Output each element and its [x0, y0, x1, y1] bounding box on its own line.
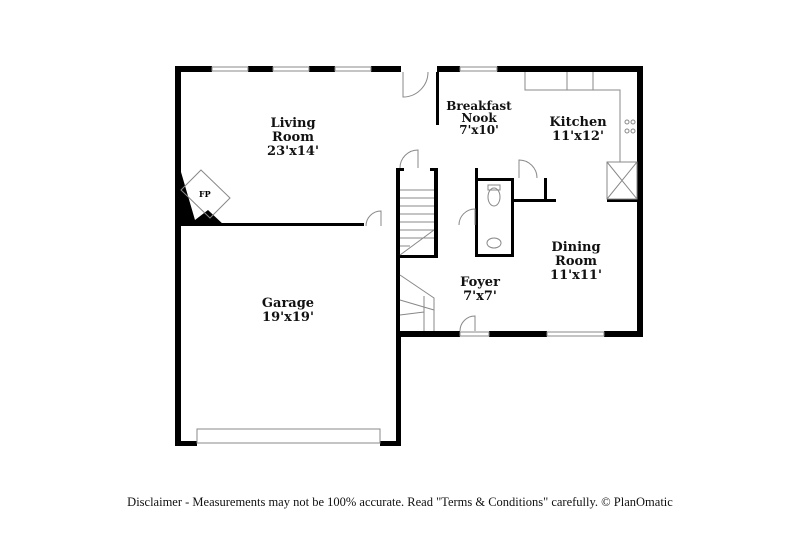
room-dimensions: 23'x14': [267, 144, 319, 159]
room-dimensions: 7'x7': [463, 289, 497, 304]
room-name: Nook: [461, 111, 497, 125]
room-name: Foyer: [460, 275, 500, 290]
room-name: Kitchen: [549, 115, 607, 130]
walls: [175, 66, 643, 446]
room-name: Garage: [261, 296, 315, 311]
room-name: Room: [555, 254, 597, 269]
fixtures: [180, 66, 638, 444]
room-dimensions: 7'x10': [459, 123, 499, 137]
room-dimensions: 19'x19': [262, 310, 314, 325]
room-name: Room: [272, 130, 314, 145]
room-name: Living: [270, 116, 316, 131]
door-swing-icon: [402, 71, 429, 98]
fireplace-label: FP: [199, 189, 211, 199]
room-name: Breakfast: [446, 99, 512, 113]
room-name: Dining: [551, 240, 601, 255]
disclaimer: Disclaimer - Measurements may not be 100…: [127, 495, 673, 509]
room-dimensions: 11'x11': [550, 268, 602, 283]
room-dimensions: 11'x12': [552, 129, 604, 144]
